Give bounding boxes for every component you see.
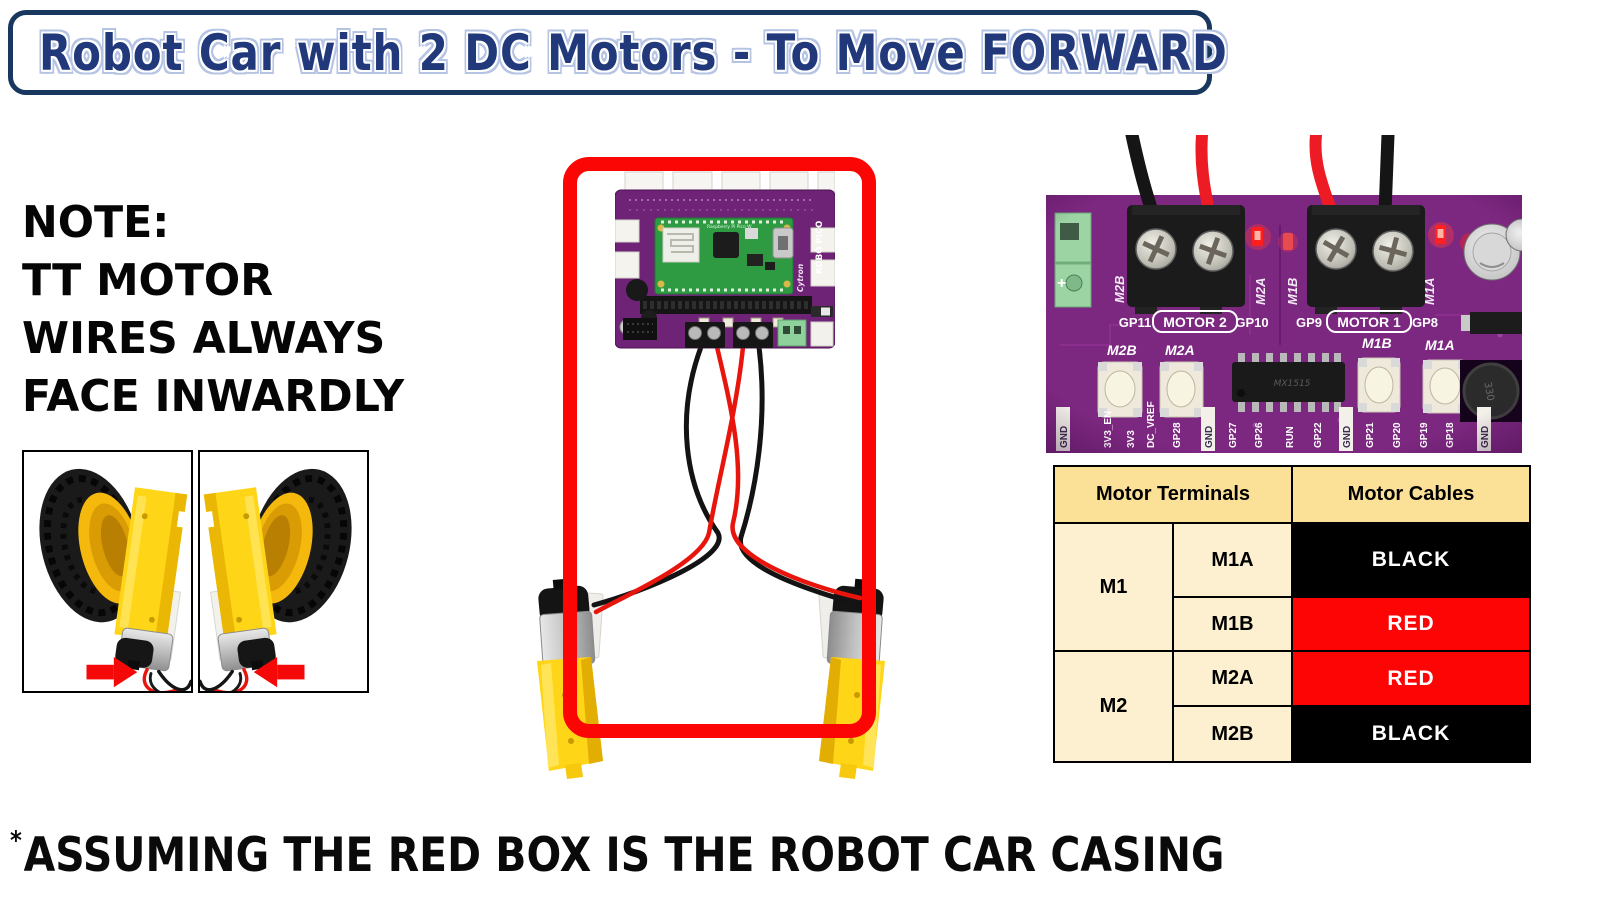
gearbox-top: [819, 657, 885, 779]
terminal-cell: M1B: [1172, 596, 1293, 652]
cable-cell: BLACK: [1291, 705, 1531, 763]
terminal-cell: M2B: [1172, 705, 1293, 763]
motor-terminal-blocks: [685, 322, 773, 348]
inward-arrow-icon: [253, 656, 305, 688]
pico-label: Raspberry Pi Pico W: [707, 224, 752, 230]
wire-red-m2: [714, 345, 863, 601]
note-line: WIRES ALWAYS: [22, 313, 386, 364]
power-terminal-block: [777, 319, 807, 347]
note-line: TT MOTOR: [22, 255, 274, 306]
table-row: M2 M2A RED: [1053, 650, 1531, 763]
cable-cell: RED: [1291, 650, 1531, 707]
pin-header: [640, 296, 812, 314]
tt-motor-photo-left: [22, 450, 193, 693]
motor-body-icon: [217, 627, 276, 672]
lipo-connector: [810, 321, 834, 347]
cable-cell: BLACK: [1291, 522, 1531, 598]
power-switch: [811, 306, 833, 317]
footnote: *ASSUMING THE RED BOX IS THE ROBOT CAR C…: [10, 826, 1224, 883]
terminal-cell: M2A: [1172, 650, 1293, 707]
motor-wires: [591, 345, 867, 615]
table-header-terminals: Motor Terminals: [1053, 465, 1293, 524]
motor-group-cell: M1: [1053, 522, 1174, 652]
photo-vignette: [1046, 195, 1522, 453]
gearbox-icon: [202, 487, 277, 661]
rp2040-chip: [713, 232, 739, 258]
cable-cell: RED: [1291, 596, 1531, 652]
wire-black-m1: [738, 345, 867, 609]
board-name-label: ROBO PICO: [815, 221, 825, 274]
motor-body-icon: [115, 627, 174, 672]
pcb-silkscreen: [629, 199, 815, 307]
footnote-text: ASSUMING THE RED BOX IS THE ROBOT CAR CA…: [23, 828, 1225, 883]
brand-label: Cytron: [796, 264, 805, 292]
note-line: NOTE:: [22, 197, 170, 248]
table-header-cables: Motor Cables: [1291, 465, 1531, 524]
wire-red-m1: [593, 345, 746, 615]
note-line: FACE INWARDLY: [22, 371, 405, 422]
footnote-marker: *: [10, 826, 22, 856]
table-row: M1 M1A BLACK: [1053, 522, 1531, 652]
inward-arrow-icon: [86, 656, 138, 688]
gearbox-icon: [114, 487, 189, 661]
table-row: M2B BLACK: [1054, 705, 1531, 763]
motor-group-cell: M2: [1053, 650, 1174, 763]
grove-connectors: [624, 171, 835, 193]
wire-black-m2: [591, 345, 722, 608]
side-connectors: [615, 219, 835, 287]
page-title: Robot Car with 2 DC Motors - To Move FOR…: [39, 23, 1228, 82]
motor-wires-icon: [200, 667, 249, 691]
table-row: M1B RED: [1054, 596, 1531, 652]
tt-motor-photo-right: [198, 450, 369, 693]
note-text: NOTE: TT MOTOR WIRES ALWAYS FACE INWARDL…: [22, 194, 404, 426]
motor-wires-icon: [142, 667, 191, 691]
tt-motor-illustration-mirrored: [200, 468, 352, 691]
gearbox-top: [537, 657, 603, 779]
robo-pico-board: Raspberry Pi Pico W: [615, 171, 835, 349]
terminal-closeup-photo: GP11 MOTOR 2 GP10 GP9 MOTOR 1 GP8 + M2B …: [1040, 135, 1522, 453]
tt-motor-illustration: [39, 468, 191, 691]
power-components: [619, 279, 657, 340]
title-banner: Robot Car with 2 DC Motors - To Move FOR…: [8, 10, 1227, 95]
terminal-cell: M1A: [1172, 522, 1293, 598]
raspberry-pi-pico-module: Raspberry Pi Pico W: [654, 217, 794, 295]
wiring-table: Motor Terminals Motor Cables M1 M1A BLAC…: [1053, 465, 1531, 763]
